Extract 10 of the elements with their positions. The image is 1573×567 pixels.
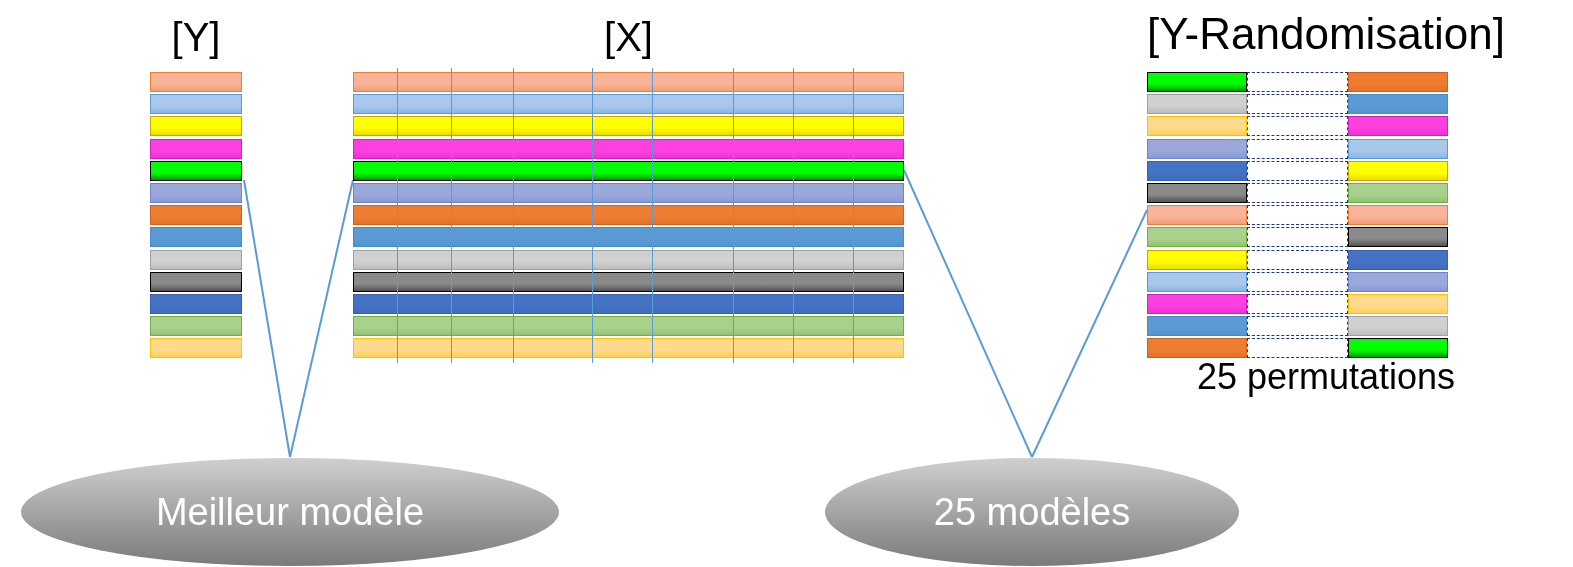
column-heading: [Y] [170, 14, 222, 61]
column-heading: [Y-Randomisation] [1146, 8, 1506, 60]
connector-line [903, 169, 1033, 458]
connector-line [1031, 209, 1148, 458]
node-label: 25 permutations [1195, 355, 1457, 399]
node-label: Meilleur modèle [154, 490, 426, 535]
column-heading: [X] [603, 14, 654, 61]
node-label: 25 modèles [932, 490, 1132, 535]
connector-line [243, 179, 291, 458]
connector-line [289, 179, 354, 458]
